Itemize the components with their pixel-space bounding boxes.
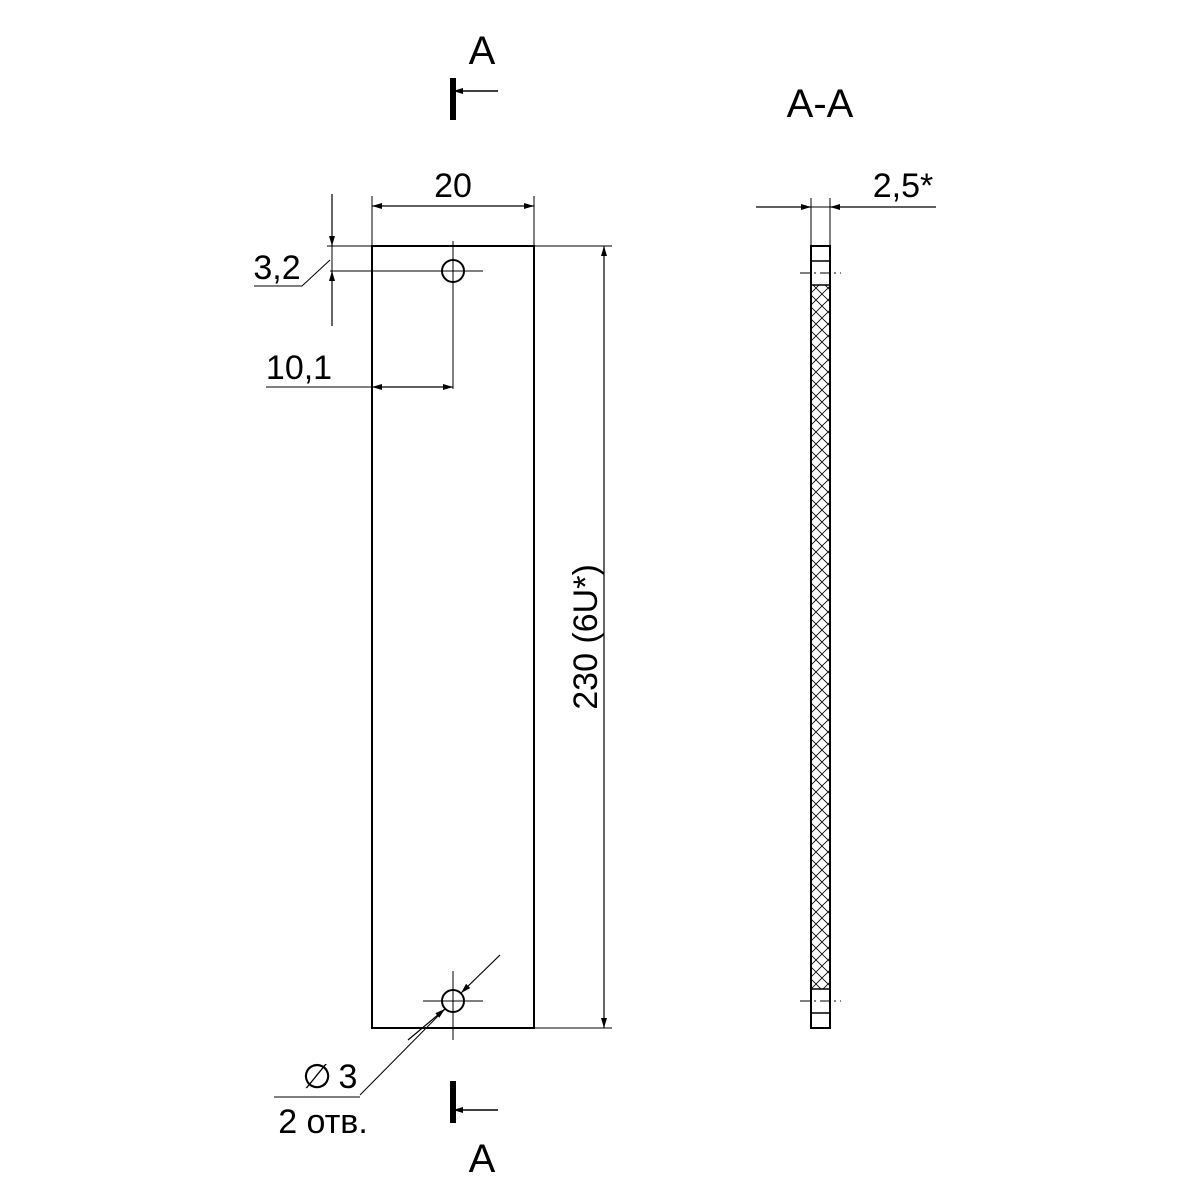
section-view: А-А 2,5* [756, 82, 936, 1029]
section-letter-top: А [469, 29, 496, 73]
top-hole [330, 241, 483, 389]
dimension-hole-side-offset: 10,1 [266, 349, 453, 390]
bottom-hole [423, 971, 483, 1040]
dimension-height: 230 (6U*) [534, 245, 612, 1029]
dimension-hole-top-offset-label: 3,2 [253, 249, 300, 287]
section-view-title: А-А [787, 82, 854, 126]
dimension-height-label: 230 (6U*) [567, 564, 605, 710]
dimension-width-label: 20 [434, 167, 472, 205]
dimension-hole-diameter: ∅ 3 2 отв. [274, 954, 501, 1141]
section-outline [810, 245, 831, 1029]
dimension-thickness-label: 2,5* [873, 167, 934, 205]
diameter-symbol: ∅ [302, 1058, 332, 1096]
section-mark-bottom: А [450, 1081, 498, 1181]
dimension-hole-top-offset: 3,2 [253, 194, 372, 326]
section-hatched-body [811, 285, 830, 989]
hole-count-label: 2 отв. [278, 1103, 368, 1141]
diameter-value: 3 [339, 1058, 358, 1096]
section-letter-bottom: А [469, 1137, 496, 1181]
front-view [330, 241, 535, 1040]
dimension-thickness: 2,5* [756, 167, 936, 246]
dimension-hole-side-offset-label: 10,1 [266, 349, 332, 387]
dimension-width: 20 [371, 167, 535, 246]
section-mark-top: А [450, 29, 498, 120]
